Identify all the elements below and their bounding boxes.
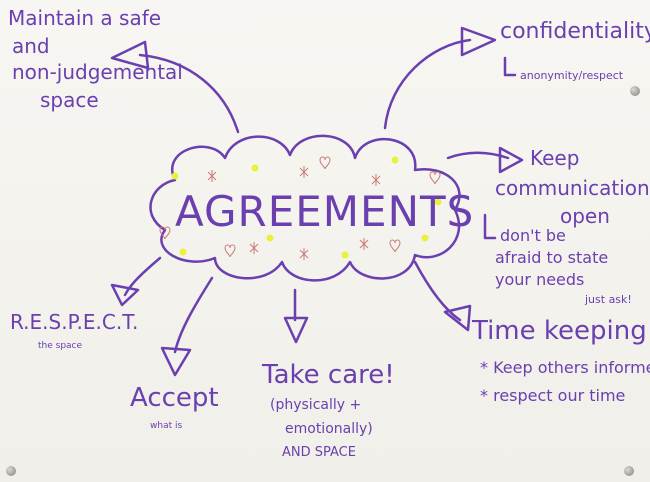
confidentiality-sub: anonymity/respect — [520, 69, 624, 82]
heart-doodles — [159, 156, 441, 258]
safe-space-line-4: space — [40, 88, 99, 112]
communication-sub-3: your needs — [495, 270, 585, 289]
accept-label: Accept — [130, 383, 219, 413]
arrowhead-safe-space — [110, 40, 150, 70]
cloud-outline — [149, 134, 461, 282]
take-care-sub-2: emotionally) — [285, 421, 373, 437]
arrow-safe-space — [138, 53, 240, 134]
communication-note: just ask! — [585, 293, 632, 306]
take-care-label: Take care! — [262, 360, 395, 390]
safe-space-line-1: Maintain a safe — [8, 6, 162, 30]
arrowhead-time — [443, 304, 472, 332]
arrowhead-respect — [110, 283, 140, 307]
communication-sub-2: afraid to state — [495, 248, 609, 267]
arrowhead-take-care — [283, 316, 309, 344]
respect-label: R.E.S.P.E.C.T. — [10, 310, 139, 334]
arrowhead-communication — [498, 146, 524, 174]
highlight-dots — [171, 156, 442, 259]
pin-bottom-right — [624, 466, 634, 476]
safe-space-line-3: non-judgemental — [12, 60, 183, 84]
time-keeping-bullet-2-text: respect our time — [493, 386, 626, 405]
take-care-sub-3: AND SPACE — [282, 445, 356, 460]
arrow-communication — [446, 151, 510, 160]
respect-sub: the space — [38, 341, 83, 351]
arrowhead-accept — [160, 346, 192, 377]
time-keeping-bullet-1: * Keep others informed — [480, 358, 650, 377]
time-keeping-label: Time keeping — [472, 316, 647, 346]
arrow-conf-sub — [503, 56, 517, 77]
accept-sub: what is — [150, 421, 183, 431]
time-keeping-bullet-1-text: Keep others informed — [493, 358, 650, 377]
safe-space-line-2: and — [12, 34, 50, 58]
pin-bottom-left — [6, 466, 16, 476]
communication-sub-1: don't be — [500, 226, 566, 245]
communication-line-2: communication — [495, 176, 650, 200]
pin-top-right — [630, 86, 640, 96]
arrow-accept — [173, 276, 214, 354]
arrow-time — [413, 260, 462, 322]
confidentiality-label: confidentiality — [500, 19, 650, 44]
arrow-confidentiality — [383, 38, 472, 130]
communication-line-1: Keep — [530, 146, 580, 170]
arrow-respect — [123, 256, 162, 297]
central-title: AGREEMENTS — [175, 187, 475, 236]
time-keeping-bullet-2: * respect our time — [480, 386, 626, 405]
arrow-comm-sub — [483, 213, 497, 240]
take-care-sub-1: (physically + — [270, 397, 362, 413]
star-doodles — [207, 166, 381, 260]
arrowhead-confidentiality — [460, 26, 497, 57]
communication-line-3: open — [560, 204, 610, 228]
